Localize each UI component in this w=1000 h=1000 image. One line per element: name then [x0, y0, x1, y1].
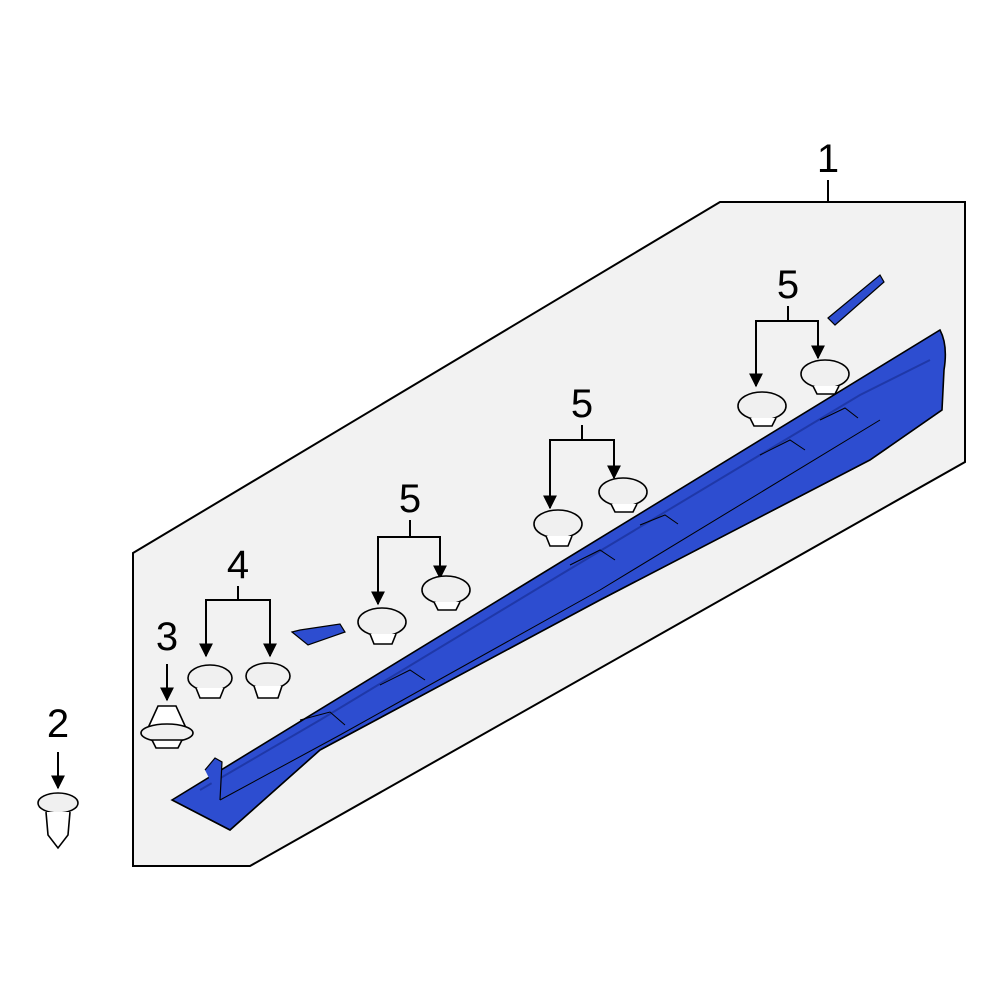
callout-5c-leader: [755, 320, 819, 378]
trim-strip-rear: [827, 274, 885, 326]
clip-5a-right: [421, 575, 471, 611]
callout-2-label: 2: [47, 702, 69, 746]
callout-3-label: 3: [156, 615, 178, 659]
clip-5c-right: [800, 359, 850, 395]
clip-4-left: [187, 664, 233, 699]
clip-5b-right: [598, 477, 648, 513]
clip-5b-left: [533, 509, 583, 547]
callout-1-label: 1: [817, 137, 839, 181]
clip-5a-left: [357, 607, 407, 645]
clip-5c-left: [737, 391, 787, 427]
callout-5c-label: 5: [777, 263, 799, 307]
clip-4-right: [245, 662, 291, 699]
callout-5a-label: 5: [399, 477, 421, 521]
callout-5b-leader: [549, 439, 615, 500]
trim-strip-front: [290, 623, 346, 646]
callout-4-label: 4: [227, 543, 249, 587]
push-pin-clip: [37, 792, 79, 850]
callout-5a-leader: [377, 536, 441, 595]
retainer-clip: [140, 705, 194, 749]
rocker-panel: [170, 328, 947, 831]
callout-5b-label: 5: [571, 382, 593, 426]
